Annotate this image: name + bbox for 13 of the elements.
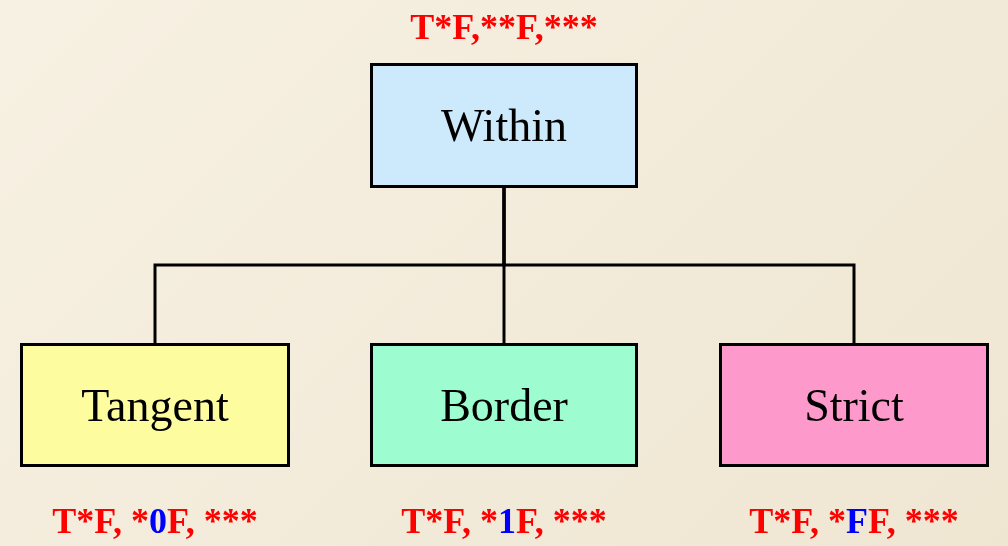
process-box bbox=[20, 343, 290, 467]
node-label: Strict bbox=[804, 378, 904, 432]
matrix-pattern-label: T*F,**F,*** bbox=[409, 6, 599, 48]
node-label: Border bbox=[440, 378, 568, 432]
process-box bbox=[370, 343, 638, 467]
matrix-pattern-label: T*F, *FF, *** bbox=[748, 500, 960, 542]
matrix-pattern-label: T*F, *1F, *** bbox=[400, 500, 608, 542]
node-label: Tangent bbox=[81, 378, 229, 432]
matrix-pattern-label: T*F, *0F, *** bbox=[51, 500, 259, 542]
node-label: Within bbox=[441, 99, 567, 152]
process-box bbox=[370, 63, 638, 188]
connector-line bbox=[502, 188, 856, 343]
process-box bbox=[719, 343, 989, 467]
